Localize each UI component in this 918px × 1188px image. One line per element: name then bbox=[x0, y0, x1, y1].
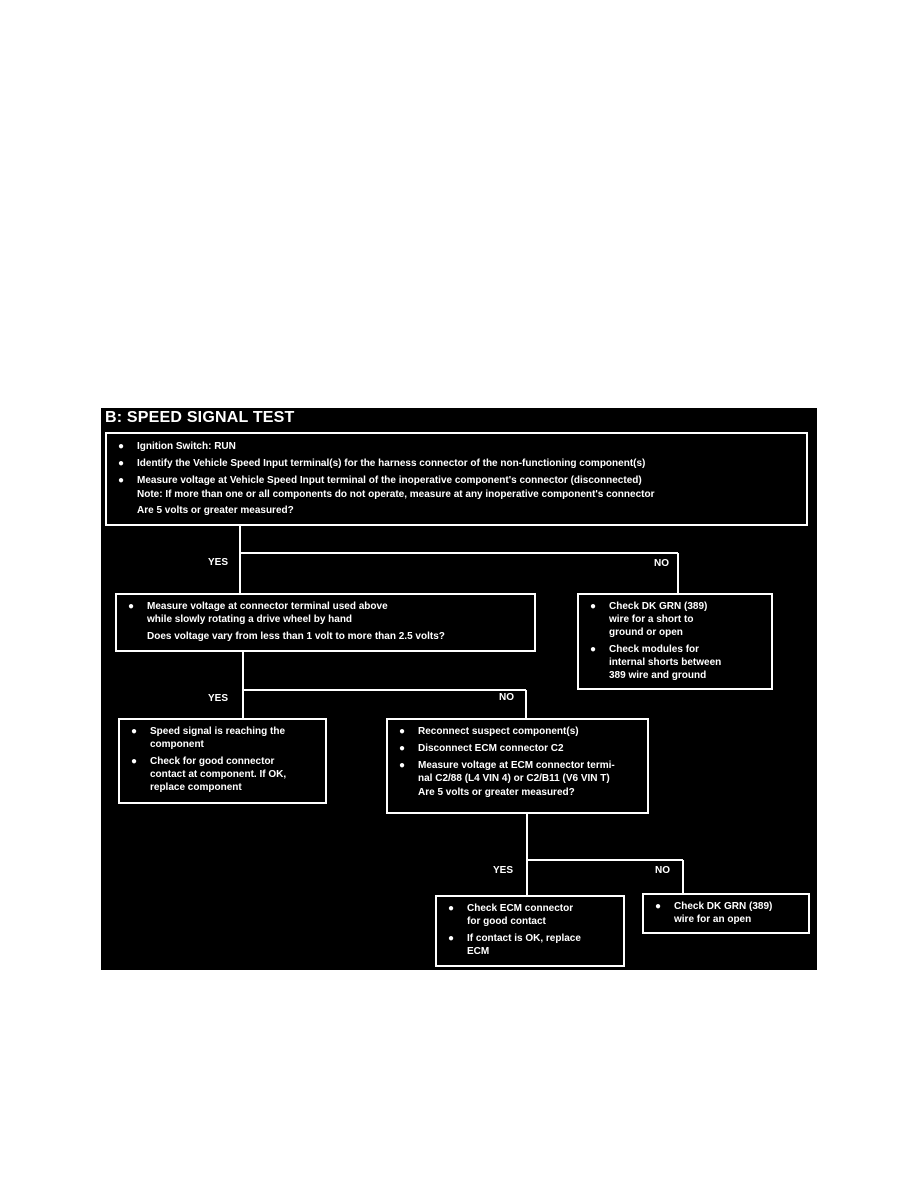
bullet-icon: ● bbox=[128, 601, 135, 612]
bullet-icon: ● bbox=[131, 756, 138, 767]
box6-item-1: ●Check ECM connector for good contact bbox=[448, 903, 574, 927]
box-rotate-wheel-check: ●Measure voltage at connector terminal u… bbox=[115, 593, 536, 652]
box4-item-2: ●Check for good connector contact at com… bbox=[131, 756, 287, 793]
box-check-short: ●Check DK GRN (389) wire for a short to … bbox=[577, 593, 773, 690]
box3-item-1: ●Check DK GRN (389) wire for a short to … bbox=[590, 601, 708, 638]
box1-item-2: ●Identify the Vehicle Speed Input termin… bbox=[118, 458, 646, 469]
box5-question: Are 5 volts or greater measured? bbox=[418, 787, 575, 798]
bullet-icon: ● bbox=[399, 743, 406, 754]
diagram-title: B: SPEED SIGNAL TEST bbox=[105, 409, 295, 426]
bullet-icon: ● bbox=[590, 644, 597, 655]
yes-label-3: YES bbox=[493, 865, 514, 876]
box7-item-1: ●Check DK GRN (389) wire for an open bbox=[655, 901, 773, 925]
box1-item-3: ●Measure voltage at Vehicle Speed Input … bbox=[118, 475, 642, 486]
box5-item-1: ●Reconnect suspect component(s) bbox=[399, 726, 579, 737]
bullet-icon: ● bbox=[118, 475, 125, 486]
box-initial-check: ●Ignition Switch: RUN ●Identify the Vehi… bbox=[105, 432, 808, 526]
box1-note: Note: If more than one or all components… bbox=[137, 489, 655, 500]
box2-item-1: ●Measure voltage at connector terminal u… bbox=[128, 601, 388, 625]
bullet-icon: ● bbox=[590, 601, 597, 612]
box6-item-2: ●If contact is OK, replace ECM bbox=[448, 933, 581, 957]
box-check-open: ●Check DK GRN (389) wire for an open bbox=[642, 893, 810, 934]
no-label-3: NO bbox=[655, 865, 670, 876]
flowchart-panel: B: SPEED SIGNAL TEST ●Ignition Switch: R… bbox=[101, 408, 817, 970]
yes-label-1: YES bbox=[208, 557, 229, 568]
box-check-ecm-connector: ●Check ECM connector for good contact ●I… bbox=[435, 895, 625, 967]
box-ecm-voltage-check: ●Reconnect suspect component(s) ●Disconn… bbox=[386, 718, 649, 814]
bullet-icon: ● bbox=[448, 903, 455, 914]
box5-item-3: ●Measure voltage at ECM connector termi-… bbox=[399, 760, 615, 784]
bullet-icon: ● bbox=[118, 441, 125, 452]
bullet-icon: ● bbox=[399, 760, 406, 771]
bullet-icon: ● bbox=[118, 458, 125, 469]
bullet-icon: ● bbox=[448, 933, 455, 944]
connector-lines bbox=[239, 525, 684, 896]
bullet-icon: ● bbox=[399, 726, 406, 737]
bullet-icon: ● bbox=[655, 901, 662, 912]
box-signal-reaching: ●Speed signal is reaching the component … bbox=[118, 718, 327, 804]
box5-item-2: ●Disconnect ECM connector C2 bbox=[399, 743, 564, 754]
box1-item-1: ●Ignition Switch: RUN bbox=[118, 441, 236, 452]
box4-item-1: ●Speed signal is reaching the component bbox=[131, 726, 286, 750]
yes-label-2: YES bbox=[208, 693, 229, 704]
no-label-1: NO bbox=[654, 558, 669, 569]
no-label-2: NO bbox=[499, 692, 514, 703]
box2-question: Does voltage vary from less than 1 volt … bbox=[147, 631, 445, 642]
box3-item-2: ●Check modules for internal shorts betwe… bbox=[590, 644, 722, 681]
bullet-icon: ● bbox=[131, 726, 138, 737]
box1-question: Are 5 volts or greater measured? bbox=[137, 505, 294, 516]
